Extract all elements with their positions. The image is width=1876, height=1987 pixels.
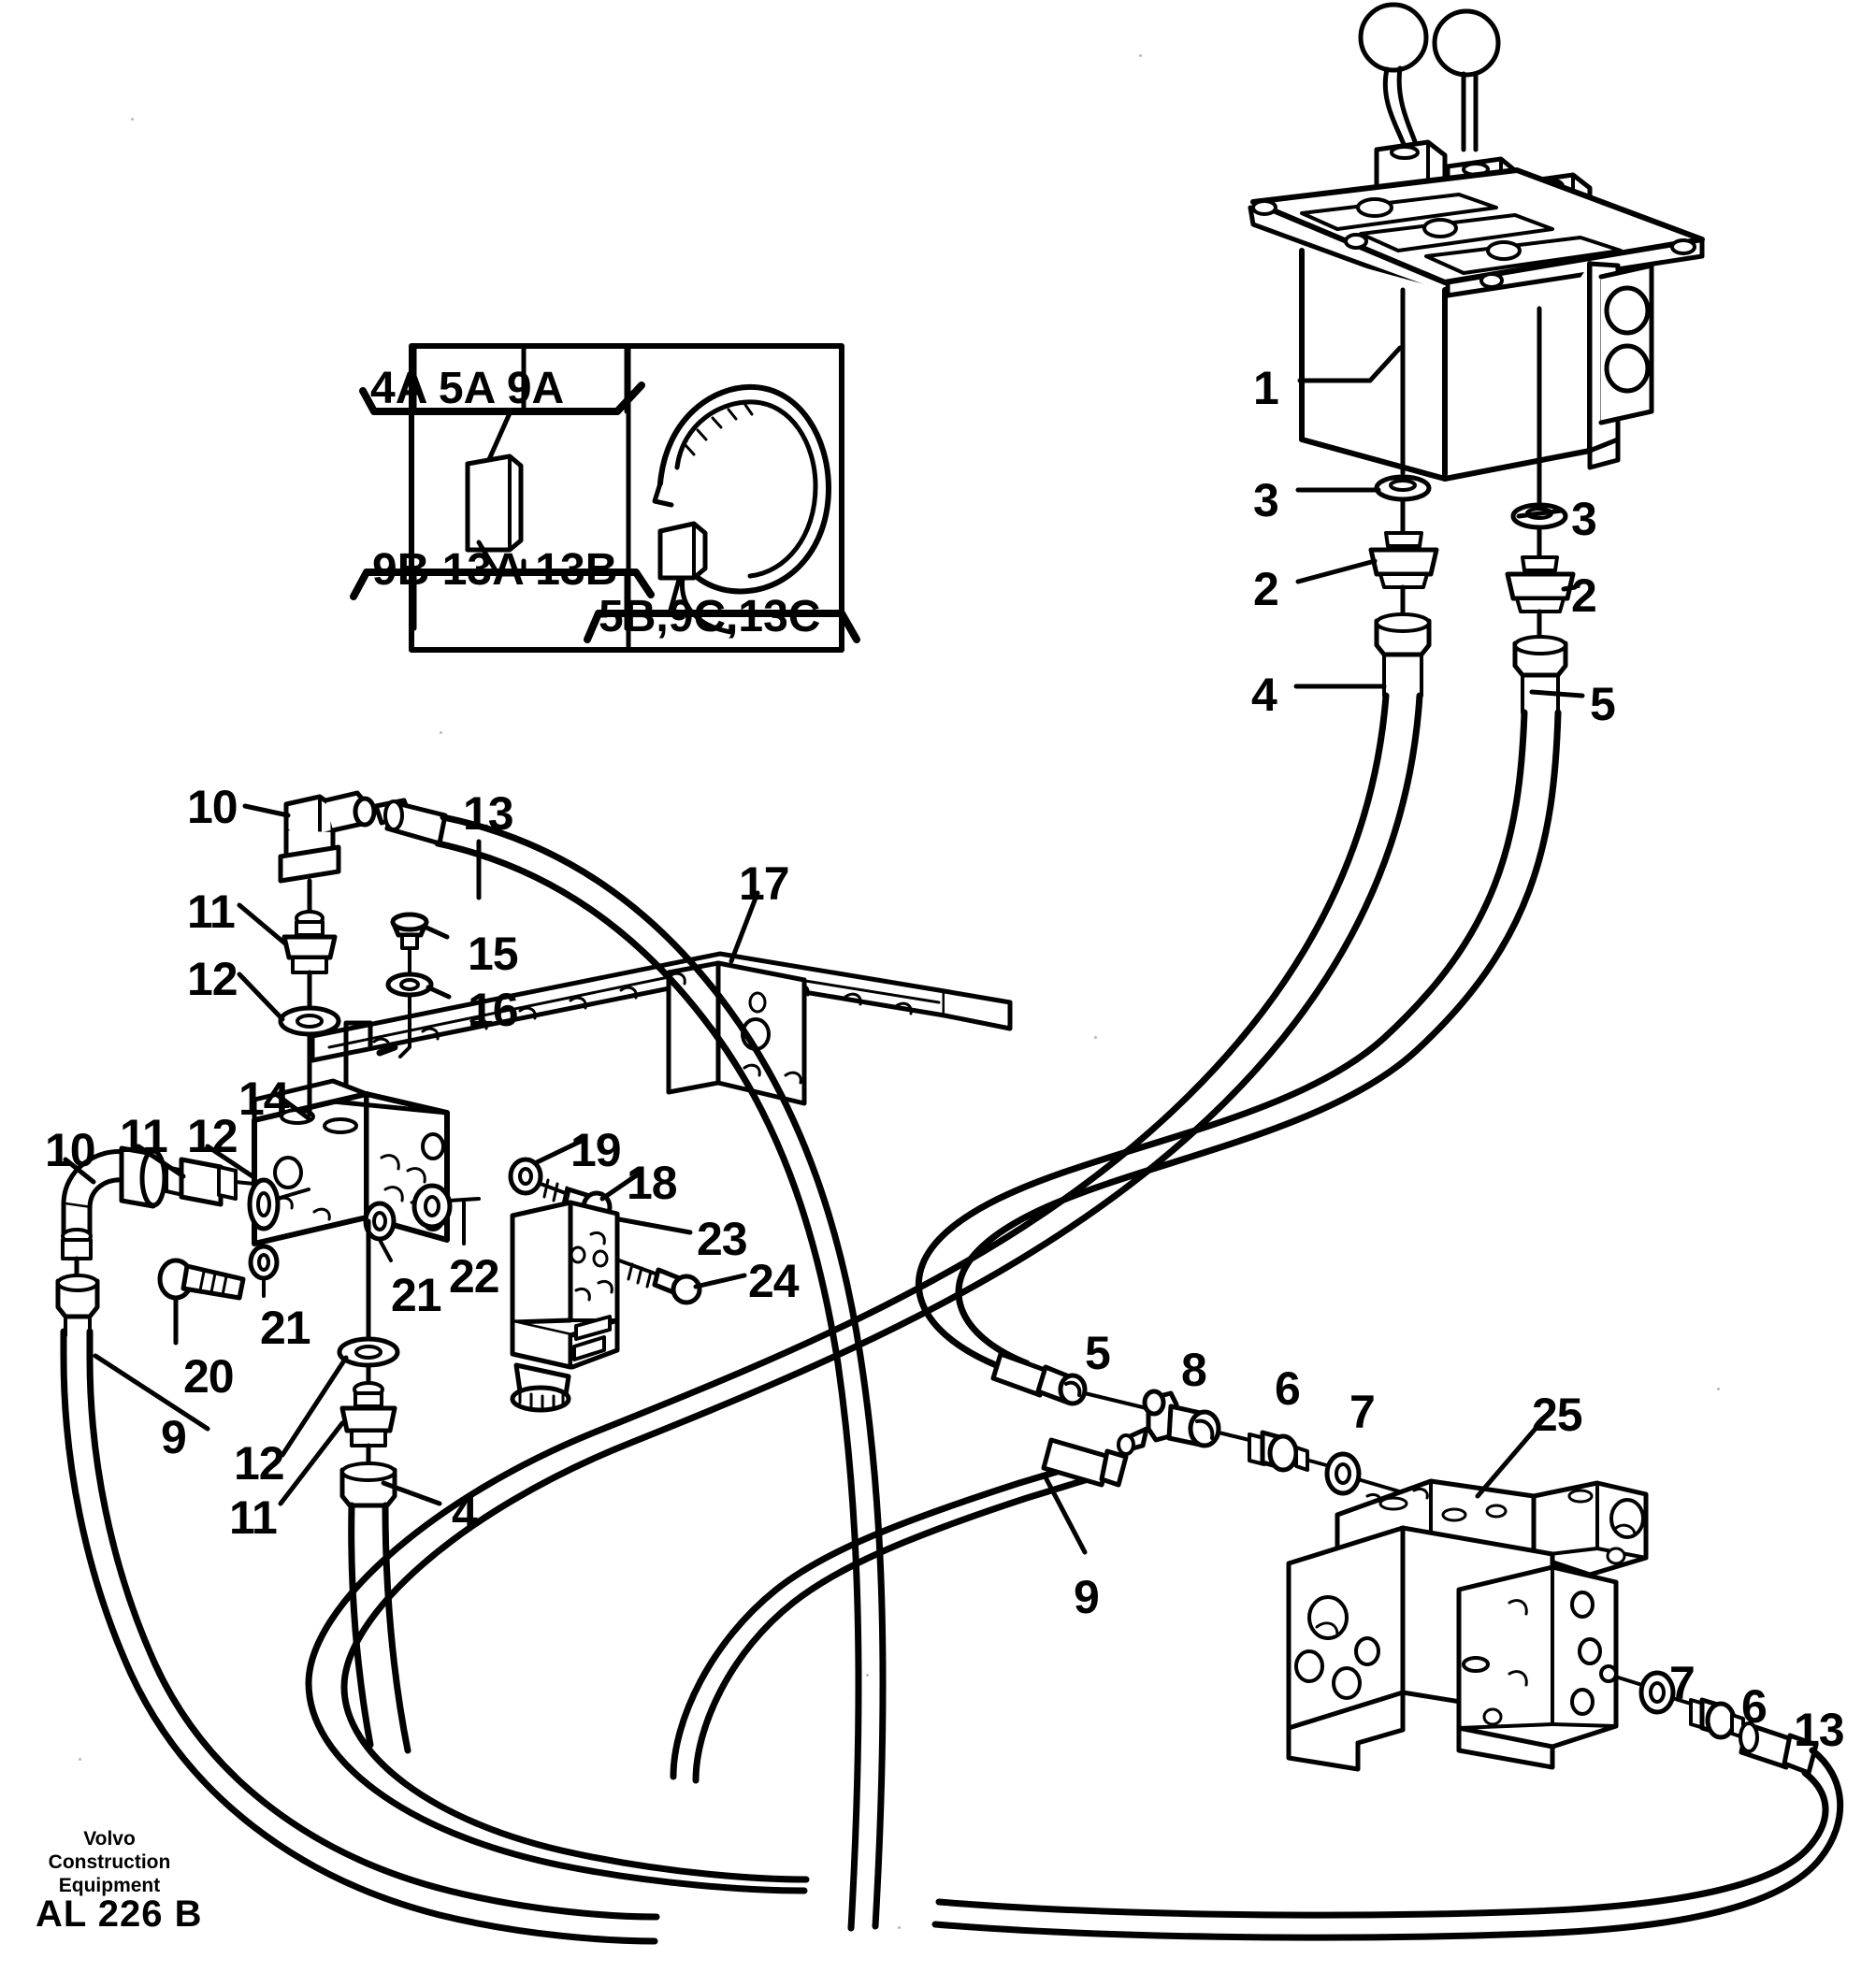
callout-2: 2 — [1253, 563, 1279, 615]
elbow-fitting-top-10 — [278, 790, 448, 915]
callout-12: 12 — [187, 953, 238, 1005]
callout-21: 21 — [260, 1302, 311, 1354]
hose-9-left — [55, 1274, 660, 1945]
angle-bracket-17 — [666, 960, 807, 1106]
tee-and-seals-upper — [1083, 1389, 1423, 1500]
scan-speck — [79, 1758, 81, 1761]
inset-detail-box — [350, 343, 860, 653]
nipple-11-top — [281, 910, 338, 1011]
callout-25: 25 — [1532, 1389, 1583, 1441]
screw-24 — [617, 1259, 702, 1305]
callout-6: 6 — [1741, 1680, 1768, 1733]
callout-12: 12 — [187, 1110, 238, 1162]
washer-12-bottom — [337, 1218, 400, 1385]
callout-11: 11 — [229, 1491, 278, 1544]
scan-speck — [1094, 1036, 1097, 1039]
scan-speck — [1717, 1388, 1720, 1390]
callout-7: 7 — [1669, 1657, 1696, 1709]
brand-line-1: Volvo Construction — [48, 1828, 171, 1873]
washer-22 — [411, 1183, 481, 1245]
callout-12: 12 — [234, 1437, 285, 1490]
hose-4-long — [305, 692, 1423, 1894]
callout-5: 5 — [1085, 1327, 1111, 1379]
scan-speck — [866, 1674, 869, 1677]
brand-block: Volvo Construction Equipment — [21, 1828, 198, 1897]
callout-9: 9 — [1074, 1571, 1100, 1623]
scan-speck — [898, 1926, 901, 1929]
bolt-20 — [157, 1258, 246, 1346]
callout-20: 20 — [183, 1350, 235, 1403]
nipple-11-left — [165, 1157, 256, 1207]
callout-7: 7 — [1349, 1386, 1376, 1438]
callout-10: 10 — [45, 1124, 96, 1176]
callout-13: 13 — [463, 787, 514, 840]
hose-end-5 — [990, 1351, 1088, 1406]
callout-24: 24 — [748, 1255, 800, 1307]
callout-8: 8 — [1181, 1344, 1207, 1396]
callout-3: 3 — [1571, 493, 1597, 545]
callout-17: 17 — [739, 857, 790, 910]
callout-4: 4 — [1251, 669, 1277, 721]
callout-19: 19 — [570, 1124, 622, 1176]
callout-22: 22 — [449, 1250, 500, 1303]
seals-lower-right — [1599, 1664, 1819, 1776]
callout-1: 1 — [1253, 362, 1279, 414]
callout-23: 23 — [697, 1213, 748, 1265]
callout-14: 14 — [238, 1073, 290, 1125]
cable-clip-body — [465, 454, 524, 553]
callout-18: 18 — [627, 1157, 678, 1209]
fitting-stack-right — [1505, 306, 1576, 714]
hose-end-4-bottom — [339, 1461, 411, 1754]
inset-label-top-text: 4A 5A 9A — [370, 364, 565, 413]
scan-speck — [1139, 54, 1142, 57]
callout-10: 10 — [187, 781, 238, 833]
callout-5: 5 — [1590, 678, 1616, 730]
washer-12-left — [247, 1177, 310, 1231]
callout-11: 11 — [120, 1110, 168, 1162]
scan-speck — [131, 118, 134, 121]
callout-11: 11 — [187, 886, 236, 938]
hose-9-right — [670, 1437, 1129, 1784]
screw-15-washer-16 — [343, 912, 434, 1087]
callout-3: 3 — [1253, 474, 1279, 526]
inset-label-right-text: 5B,9C,13C — [599, 592, 821, 641]
control-valve-assembly — [1248, 2, 1705, 482]
solenoid-valve-23 — [510, 1200, 620, 1413]
sheet-code: AL 226 B — [36, 1893, 203, 1935]
brand-line-2: Equipment — [58, 1874, 161, 1896]
callout-6: 6 — [1275, 1362, 1301, 1415]
callout-15: 15 — [468, 928, 519, 980]
hose-13-top — [434, 814, 887, 1932]
callout-2: 2 — [1571, 569, 1597, 622]
callout-4: 4 — [452, 1487, 478, 1539]
callout-9: 9 — [161, 1411, 187, 1463]
callout-21: 21 — [391, 1269, 442, 1321]
hose-5-long — [916, 709, 1562, 1371]
washer-12-top — [278, 1005, 341, 1117]
fitting-stack-left — [1368, 287, 1439, 698]
callout-13: 13 — [1794, 1704, 1845, 1756]
washer-21-right — [363, 1201, 397, 1262]
scan-speck — [440, 731, 442, 734]
inset-label-middle-text: 9B 13A 13B — [372, 545, 618, 595]
washer-21-left — [248, 1244, 280, 1298]
main-valve-block-25 — [1286, 1478, 1649, 1772]
hose-13-bottom — [931, 1747, 1844, 1941]
callout-16: 16 — [468, 984, 519, 1036]
nipple-11-bottom — [339, 1381, 397, 1473]
